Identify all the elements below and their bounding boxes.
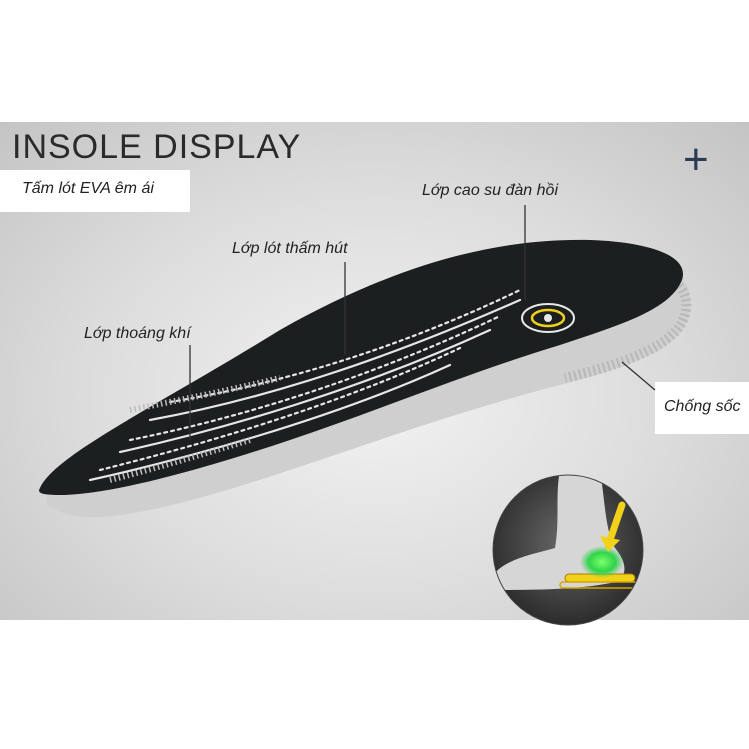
shock-inset xyxy=(493,475,643,625)
shock-label-box xyxy=(655,382,749,434)
leader-lines xyxy=(189,205,656,440)
label-breathable: Lớp thoáng khí xyxy=(84,325,191,342)
label-rubber: Lớp cao su đàn hồi xyxy=(422,182,558,199)
heel-logo xyxy=(521,303,575,333)
eva-label-box xyxy=(0,170,190,212)
label-shock: Chống sốc xyxy=(664,398,741,415)
plus-icon: + xyxy=(683,135,709,184)
page-title: INSOLE DISPLAY xyxy=(12,128,302,166)
insole-pattern-lines xyxy=(88,288,522,482)
insole-top xyxy=(39,239,684,495)
label-eva: Tấm lót EVA êm ái xyxy=(22,180,154,197)
label-absorb: Lớp lót thấm hút xyxy=(232,240,348,257)
insole-mesh xyxy=(109,375,281,483)
